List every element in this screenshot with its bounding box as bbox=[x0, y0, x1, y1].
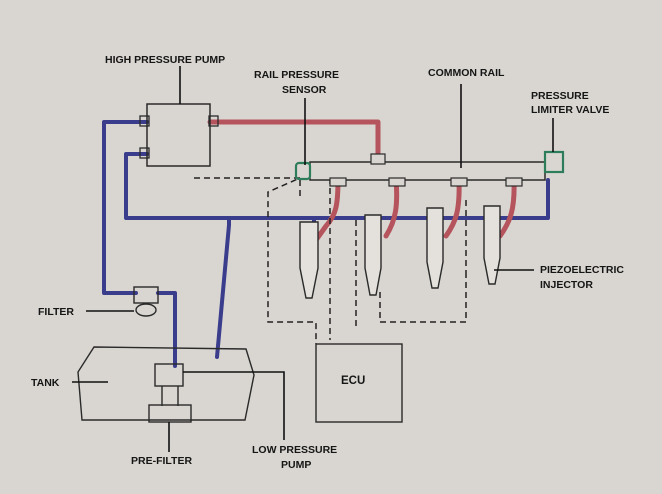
label-common-rail: COMMON RAIL bbox=[428, 67, 505, 79]
label-pressure-limiter-line2: LIMITER VALVE bbox=[531, 104, 609, 116]
filter-to-low-pump-line bbox=[156, 291, 177, 368]
piezo-injector-4 bbox=[483, 205, 501, 285]
injector-3-wire bbox=[379, 276, 467, 323]
leader-low-pressure-pump bbox=[183, 371, 285, 440]
pump-shaft bbox=[161, 386, 179, 406]
common-rail bbox=[309, 153, 546, 187]
label-low-pressure-pump-line1: LOW PRESSURE bbox=[252, 444, 337, 456]
ecu-box bbox=[315, 343, 403, 423]
tank bbox=[77, 346, 255, 421]
piezo-injector-3 bbox=[426, 207, 444, 289]
leader-lines bbox=[72, 66, 554, 452]
label-piezo-injector-line1: PIEZOELECTRIC bbox=[540, 264, 624, 276]
rail-to-injector-2 bbox=[383, 177, 400, 239]
rail-to-injector-1 bbox=[313, 177, 341, 243]
piezo-injector-2 bbox=[364, 214, 382, 296]
return-line-to-tank bbox=[215, 216, 231, 359]
pump-to-filter-line bbox=[102, 120, 149, 295]
label-ecu: ECU bbox=[341, 375, 365, 387]
low-pressure-lines bbox=[102, 120, 550, 368]
rail-to-injector-3 bbox=[443, 177, 462, 239]
label-pre-filter: PRE-FILTER bbox=[131, 455, 192, 467]
label-low-pressure-pump-line2: PUMP bbox=[281, 459, 311, 471]
high-pressure-pump bbox=[139, 103, 219, 167]
low-pressure-pump bbox=[154, 363, 184, 387]
label-filter: FILTER bbox=[38, 306, 74, 318]
sensor-to-ecu-wire bbox=[194, 177, 317, 344]
label-rail-pressure-sensor-line2: SENSOR bbox=[282, 84, 327, 96]
pressure-limiter-valve bbox=[543, 150, 565, 174]
label-rail-pressure-sensor-line1: RAIL PRESSURE bbox=[254, 69, 339, 81]
label-tank: TANK bbox=[31, 377, 60, 389]
high-pressure-lines bbox=[207, 119, 517, 243]
filter bbox=[133, 286, 159, 317]
rail-pressure-sensor bbox=[294, 161, 312, 181]
rail-to-injector-4 bbox=[497, 177, 517, 239]
pre-filter bbox=[148, 404, 192, 423]
pump-to-rail-line bbox=[207, 119, 381, 165]
label-piezo-injector-line2: INJECTOR bbox=[540, 279, 593, 291]
return-line-main bbox=[124, 152, 550, 220]
piezo-injector-1 bbox=[299, 221, 319, 299]
ecu-wiring bbox=[194, 177, 467, 344]
label-pressure-limiter-line1: PRESSURE bbox=[531, 90, 589, 102]
label-high-pressure-pump: HIGH PRESSURE PUMP bbox=[105, 54, 225, 66]
